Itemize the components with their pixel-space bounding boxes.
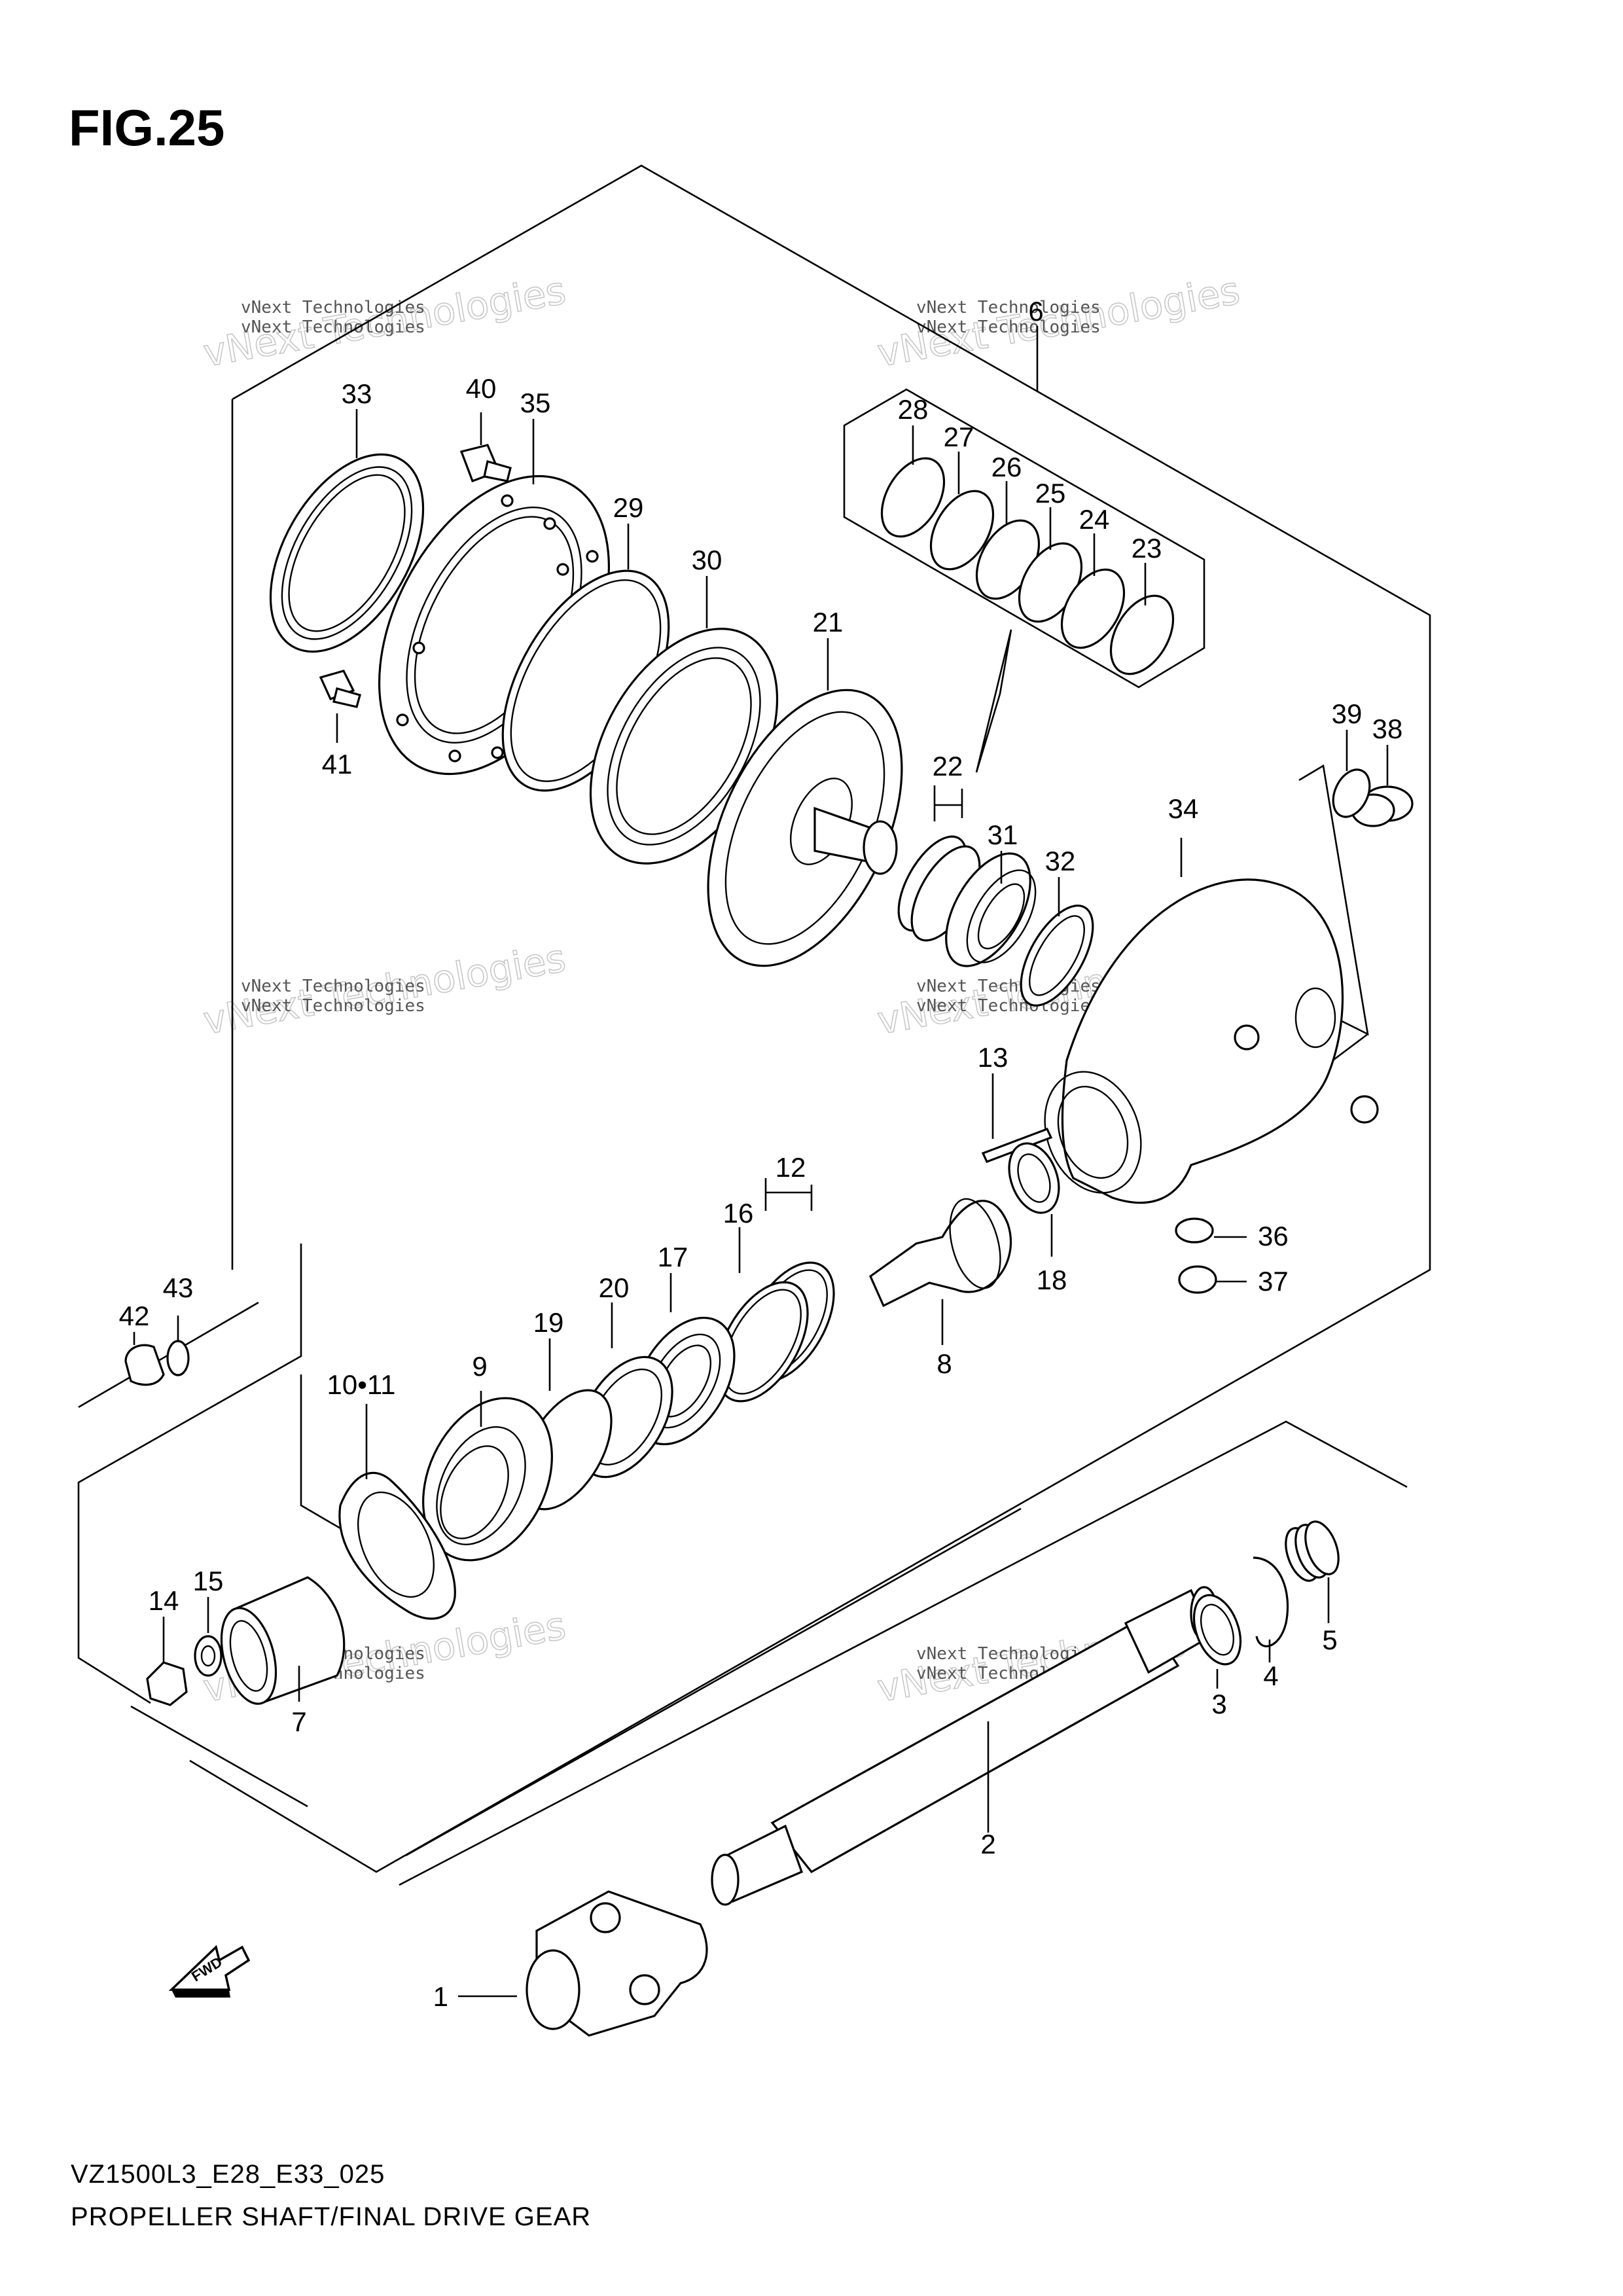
callout-33: 33: [342, 378, 372, 409]
shaft-outline: [130, 1420, 1408, 1886]
callout-37: 37: [1258, 1266, 1289, 1297]
part-10-11-gasket: [338, 1471, 456, 1620]
watermark-small: vNext Technologies: [241, 298, 425, 317]
part-39-gasket: [1332, 768, 1371, 818]
part-43-washer: [166, 1340, 190, 1376]
part-3-oil-seal: [1192, 1594, 1242, 1666]
callout-28: 28: [898, 394, 929, 425]
part-21-ring-gear: [707, 689, 903, 967]
callout-20: 20: [599, 1272, 630, 1303]
part-22-shim: [897, 785, 981, 942]
part-9-bearing-holder: [422, 1397, 553, 1562]
callout-32: 32: [1045, 846, 1076, 876]
callout-27: 27: [944, 422, 974, 452]
callout-3: 3: [1211, 1689, 1226, 1719]
figure-title: FIG.25: [69, 99, 224, 156]
callout-labels: 33 40 35 29 30 21 41 6 28 27 26 25 24 23…: [119, 296, 1403, 2012]
diagram-caption: PROPELLER SHAFT/FINAL DRIVE GEAR: [71, 2202, 591, 2231]
callout-34: 34: [1168, 793, 1199, 824]
watermark-small: vNext Technologies: [241, 977, 425, 996]
callout-12: 12: [776, 1152, 806, 1183]
callout-22: 22: [933, 751, 963, 781]
leader-lines: [133, 409, 1389, 1998]
callout-42: 42: [119, 1300, 150, 1331]
callout-24: 24: [1079, 504, 1110, 535]
part-16-shim: [716, 1281, 809, 1403]
callout-43: 43: [163, 1272, 194, 1303]
watermark-small: vNext Technologies: [916, 317, 1101, 337]
watermark-small: vNext Technologies: [916, 996, 1101, 1016]
part-7-bearing: [220, 1576, 346, 1705]
part-41-bolt: [319, 670, 361, 708]
callout-15: 15: [193, 1566, 224, 1596]
part-31-bearing: [945, 852, 1037, 967]
part-33-oil-seal: [269, 453, 425, 653]
part-36-washer: [1175, 1217, 1214, 1244]
callout-6: 6: [1028, 296, 1043, 327]
part-18-bearing: [1008, 1142, 1060, 1214]
part-5-spring: [1285, 1520, 1340, 1582]
part-37-nut: [1178, 1265, 1217, 1294]
callout-14: 14: [149, 1585, 179, 1616]
part-4-circlip: [1253, 1556, 1289, 1647]
watermark-small: vNext Technologies: [916, 298, 1101, 317]
callout-19: 19: [533, 1307, 564, 1338]
callout-8: 8: [936, 1348, 952, 1379]
part-1-universal-joint: [526, 1890, 708, 2037]
fwd-arrow: FWD: [168, 1945, 251, 1998]
callout-26: 26: [991, 452, 1022, 482]
diagram-code: VZ1500L3_E28_E33_025: [71, 2160, 385, 2189]
part-34-gear-case: [1044, 878, 1379, 1204]
callout-35: 35: [520, 387, 551, 418]
callout-1: 1: [433, 1981, 448, 2012]
callout-10-11: 10•11: [327, 1369, 395, 1400]
callout-16: 16: [723, 1198, 754, 1229]
part-40-bolt: [459, 444, 512, 483]
part-14-nut: [146, 1661, 188, 1706]
oring-kit-box: [843, 388, 1205, 689]
callout-41: 41: [322, 749, 353, 780]
callout-13: 13: [978, 1042, 1008, 1073]
part-15-washer: [194, 1635, 223, 1677]
callout-39: 39: [1332, 698, 1363, 729]
callout-23: 23: [1132, 533, 1162, 564]
callout-17: 17: [658, 1242, 688, 1272]
callout-9: 9: [472, 1351, 487, 1382]
callout-4: 4: [1263, 1660, 1278, 1691]
callout-36: 36: [1258, 1221, 1289, 1251]
callout-5: 5: [1322, 1624, 1337, 1655]
callout-2: 2: [980, 1829, 995, 1859]
callout-30: 30: [692, 545, 722, 575]
parts-23-28-o-rings: [880, 457, 1175, 675]
watermark-small: vNext Technologies: [241, 317, 425, 337]
callout-40: 40: [466, 373, 497, 404]
callout-21: 21: [813, 607, 844, 637]
callout-31: 31: [988, 819, 1018, 850]
part-8-pinion-gear: [869, 1198, 1012, 1308]
callout-7: 7: [291, 1706, 306, 1737]
part-32-oil-seal: [1020, 905, 1094, 1007]
watermark-small: vNext Technologies: [241, 996, 425, 1016]
part-42-cap-nut: [124, 1344, 165, 1386]
arrow-pointer: [975, 629, 1012, 773]
callout-25: 25: [1035, 478, 1066, 509]
callout-29: 29: [613, 492, 644, 523]
part-2-propeller-shaft: [711, 1586, 1219, 1906]
callout-38: 38: [1372, 713, 1403, 744]
part-13-stud: [981, 1127, 1053, 1164]
callout-18: 18: [1037, 1265, 1067, 1295]
assembly-outline-left: [231, 399, 341, 1530]
